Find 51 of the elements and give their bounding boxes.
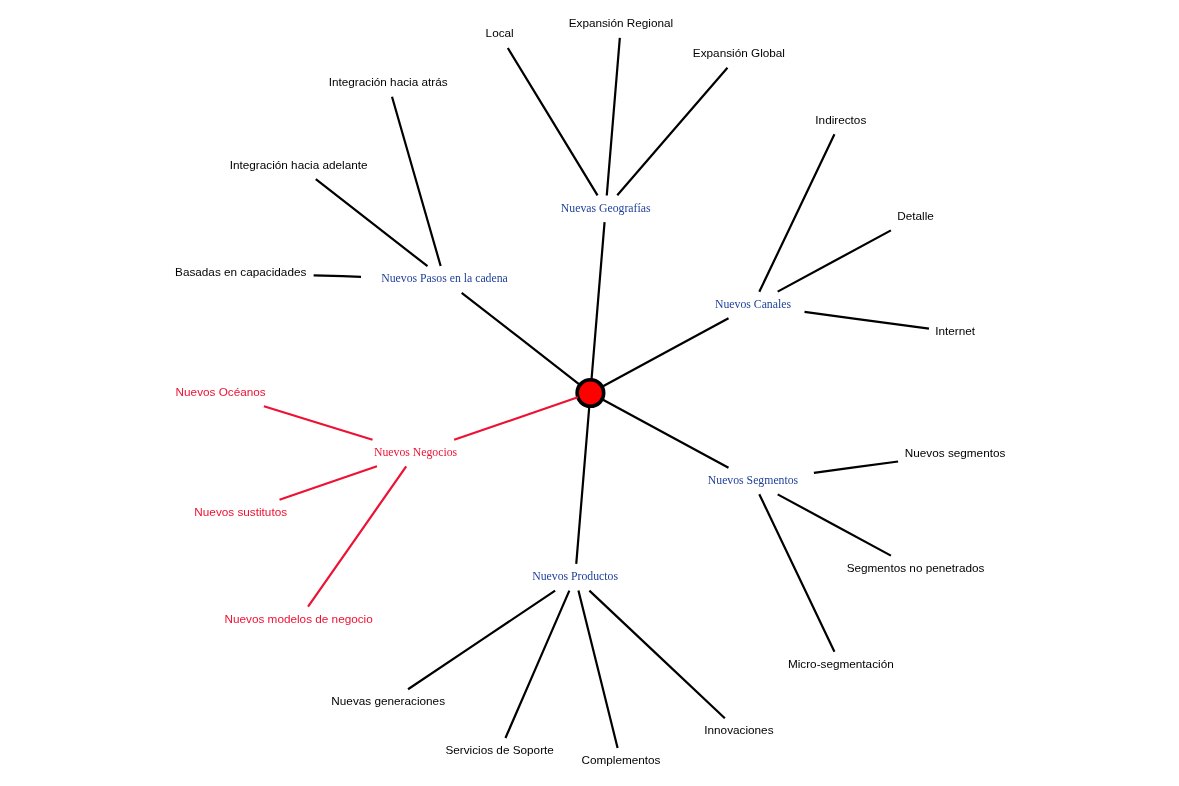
node-text: Internet <box>934 323 975 337</box>
node-text: Integración hacia adelante <box>229 157 368 171</box>
connector <box>460 291 581 386</box>
connector <box>313 274 361 278</box>
connector <box>453 396 578 441</box>
connector <box>615 66 728 197</box>
connector <box>776 229 891 293</box>
node-text: Servicios de Soporte <box>444 743 554 757</box>
node-text: Complementos <box>580 753 660 767</box>
connector <box>314 178 428 268</box>
node-text: Innovaciones <box>703 723 774 737</box>
node-text: Nuevas generaciones <box>330 694 445 708</box>
node-text: Integración hacia atrás <box>328 75 448 89</box>
connector <box>390 96 442 267</box>
connector <box>588 589 726 720</box>
node-text: Nuevos Canales <box>714 297 791 311</box>
node-circle <box>574 377 605 409</box>
node-text: Nuevas Geografías <box>560 201 651 215</box>
connector <box>576 590 619 749</box>
node-text: Nuevos Segmentos <box>707 473 798 487</box>
node-text: Nuevos segmentos <box>904 445 1005 459</box>
connector <box>406 589 556 691</box>
node-text: Nuevos Pasos en la cadena <box>380 272 508 286</box>
connector <box>574 406 590 564</box>
node-text: Basadas en capacidades <box>174 264 306 278</box>
connector <box>757 133 835 293</box>
node-text: Detalle <box>896 208 934 222</box>
node-text: Local <box>485 26 514 40</box>
connector <box>601 317 729 388</box>
connector <box>803 310 929 330</box>
node-text: Nuevos Productos <box>531 570 618 584</box>
connector <box>506 47 598 196</box>
connector <box>601 398 729 469</box>
connector <box>278 465 377 501</box>
connector <box>263 405 373 441</box>
node-text: Nuevos sustitutos <box>193 504 287 518</box>
connector <box>776 493 891 557</box>
node-text: Micro-segmentación <box>787 656 894 670</box>
node-text: Nuevos Océanos <box>175 384 266 398</box>
connector <box>589 222 606 380</box>
node-text: Indirectos <box>814 112 866 126</box>
node-text: Expansión Global <box>692 46 785 60</box>
connector <box>813 460 898 474</box>
node-text: Expansión Regional <box>568 16 673 30</box>
connector <box>306 465 407 608</box>
connector <box>503 590 570 739</box>
node-text: Nuevos modelos de negocio <box>224 611 373 625</box>
node-text: Segmentos no penetrados <box>846 560 984 574</box>
node-text: Nuevos Negocios <box>373 445 457 459</box>
connector <box>605 37 621 196</box>
connector <box>757 493 835 653</box>
